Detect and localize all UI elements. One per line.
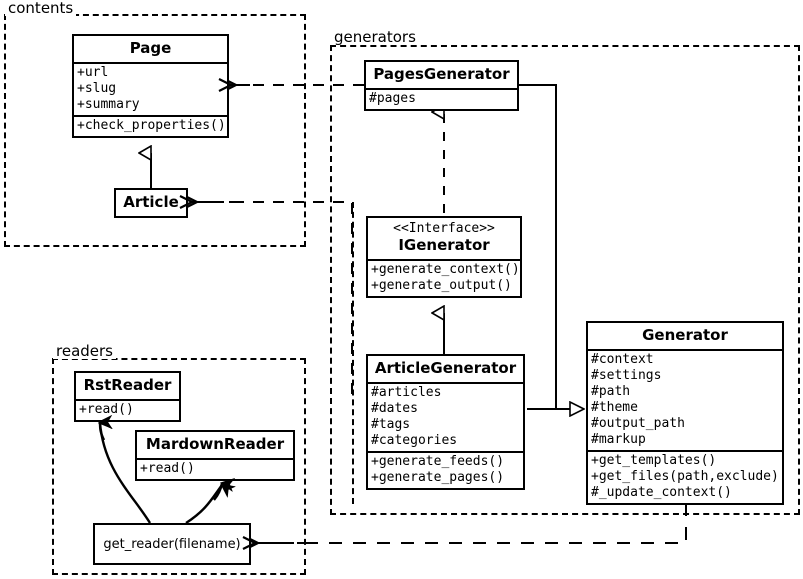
operation: +get_files(path,exclude) [591, 469, 779, 484]
attribute: #categories [371, 433, 458, 448]
class-article-generator-operations: +generate_feeds() +generate_pages() [368, 451, 523, 488]
attribute: #dates [371, 401, 418, 416]
operation: +check_properties() [77, 118, 226, 133]
operation: #_update_context() [591, 485, 732, 500]
class-article-generator-attributes: #articles #dates #tags #categories [368, 382, 523, 451]
package-generators-label: generators [331, 29, 419, 45]
attribute: +url [77, 65, 109, 80]
class-page[interactable]: Page +url +slug +summary +check_properti… [72, 34, 229, 138]
operation: +generate_pages() [371, 470, 505, 485]
function-get-reader-label: get_reader(filename) [103, 536, 241, 552]
class-pages-generator-title: PagesGenerator [373, 65, 510, 83]
class-page-attributes: +url +slug +summary [74, 62, 227, 115]
attribute: #context [591, 352, 654, 367]
operation: +read() [140, 461, 195, 476]
class-igenerator[interactable]: <<Interface>> IGenerator +generate_conte… [366, 216, 522, 298]
class-page-operations: +check_properties() [74, 115, 227, 136]
attribute: #markup [591, 432, 646, 447]
class-generator-attributes: #context #settings #path #theme #output_… [588, 349, 782, 450]
class-article-generator-title: ArticleGenerator [374, 359, 517, 377]
class-mardown-reader-operations: +read() [137, 458, 293, 479]
operation: +generate_feeds() [371, 454, 505, 469]
package-contents-label: contents [5, 0, 77, 16]
class-mardown-reader-title: MardownReader [145, 435, 285, 453]
attribute: #theme [591, 400, 638, 415]
class-igenerator-stereotype: <<Interface>> [393, 221, 495, 236]
class-generator-operations: +get_templates() +get_files(path,exclude… [588, 450, 782, 503]
attribute: +summary [77, 97, 140, 112]
class-article-title: Article [123, 193, 179, 211]
attribute: +slug [77, 81, 117, 96]
package-readers [52, 358, 306, 575]
operation: +get_templates() [591, 453, 717, 468]
operation: +generate_context() [371, 262, 520, 277]
class-rst-reader-operations: +read() [76, 399, 179, 420]
class-article-generator[interactable]: ArticleGenerator #articles #dates #tags … [366, 354, 525, 490]
class-generator-title: Generator [642, 326, 728, 344]
attribute: #path [591, 384, 631, 399]
class-igenerator-title: IGenerator [398, 236, 490, 254]
attribute: #tags [371, 417, 411, 432]
attribute: #settings [591, 368, 662, 383]
package-readers-label: readers [53, 343, 116, 359]
attribute: #pages [369, 91, 416, 106]
generators-inner-frame [352, 202, 354, 504]
function-get-reader[interactable]: get_reader(filename) [93, 523, 251, 565]
operation: +generate_output() [371, 278, 512, 293]
package-contents [4, 14, 306, 247]
class-page-title: Page [129, 39, 172, 57]
class-rst-reader-title: RstReader [83, 376, 172, 394]
class-pages-generator-attributes: #pages [366, 88, 517, 109]
class-igenerator-operations: +generate_context() +generate_output() [368, 259, 520, 296]
class-mardown-reader[interactable]: MardownReader +read() [135, 430, 295, 481]
operation: +read() [79, 402, 134, 417]
attribute: #articles [371, 385, 442, 400]
class-generator[interactable]: Generator #context #settings #path #them… [586, 321, 784, 505]
class-article[interactable]: Article [114, 188, 188, 218]
class-pages-generator[interactable]: PagesGenerator #pages [364, 60, 519, 111]
class-rst-reader[interactable]: RstReader +read() [74, 371, 181, 422]
attribute: #output_path [591, 416, 685, 431]
